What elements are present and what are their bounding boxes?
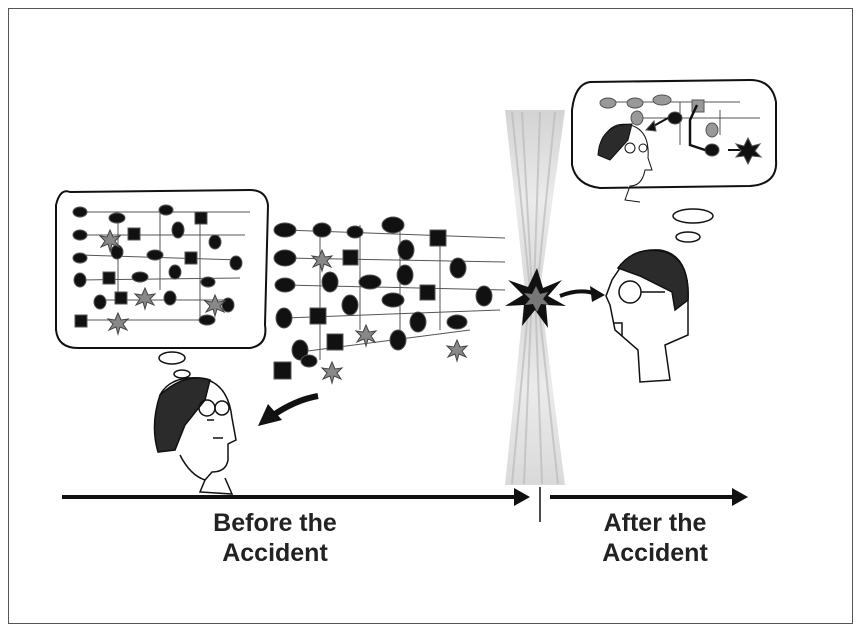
person-head-icon — [605, 249, 689, 383]
after-line-1: After the — [603, 509, 707, 537]
after-line-2: Accident — [602, 539, 708, 567]
curved-arrow-icon — [258, 393, 319, 426]
after-accident-label: After the Accident — [560, 508, 750, 568]
process-network — [273, 216, 506, 385]
before-accident-label: Before the Accident — [170, 508, 380, 568]
person-head-icon — [597, 123, 653, 203]
accident-beam — [505, 110, 565, 485]
explosion-icon — [505, 268, 566, 328]
bubble-network — [599, 94, 763, 166]
thought-bubble-icon — [55, 188, 270, 379]
timeline-arrow-icon — [62, 487, 748, 522]
bubble-network — [72, 204, 250, 336]
figure-frame — [8, 8, 853, 624]
person-head-icon — [153, 377, 237, 495]
before-line-1: Before the — [213, 509, 337, 537]
before-line-2: Accident — [222, 539, 328, 567]
curved-arrow-icon — [559, 286, 605, 302]
